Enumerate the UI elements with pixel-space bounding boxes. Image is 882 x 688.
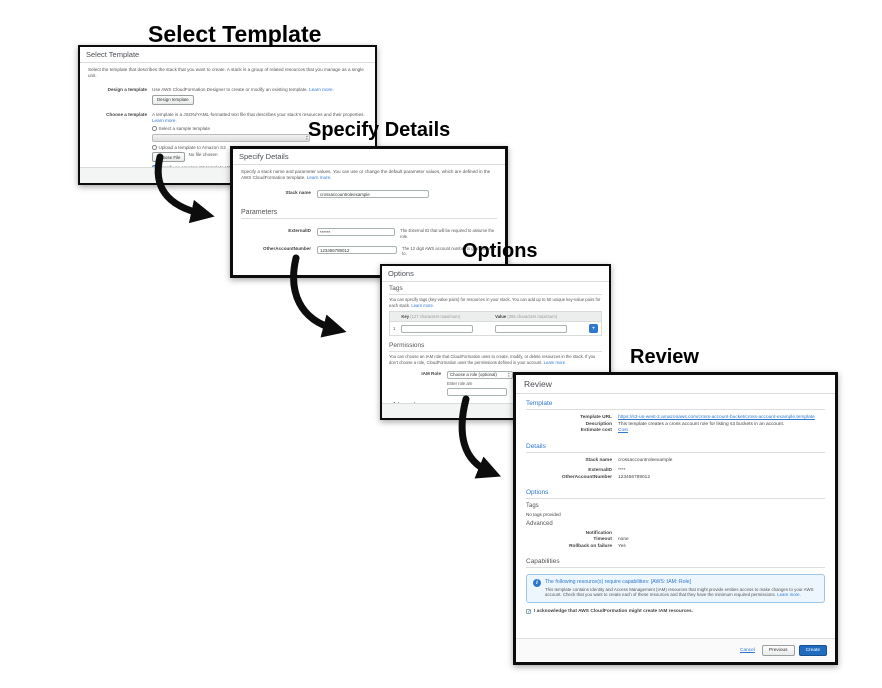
acknowledge-checkbox[interactable]: ✓ — [526, 609, 532, 616]
stack-name-label: Stack name — [585, 458, 612, 463]
estimate-cost-value[interactable]: Cost — [618, 428, 628, 433]
tag-value-input[interactable] — [495, 324, 568, 333]
externalid-help: The External ID that will be required to… — [400, 228, 495, 240]
add-tag-button[interactable]: + — [589, 324, 598, 334]
upload-template-radio-label: Upload a template to Amazon S3 — [158, 144, 226, 150]
design-template-text: Use AWS CloudFormation Designer to creat… — [152, 87, 308, 93]
other-account-help: The 12 digit AWS account number to grant… — [402, 245, 495, 257]
iam-role-select[interactable]: Choose a role (optional) ▴▾ — [447, 370, 513, 379]
timeout-value: none — [618, 537, 629, 542]
step-title-select-template: Select Template — [148, 21, 322, 47]
learn-more-link[interactable]: Learn more. — [411, 302, 434, 308]
template-url-value[interactable]: https://s3-us-west-2.amazonaws.com/cross… — [618, 415, 815, 420]
learn-more-link[interactable]: Learn more. — [777, 592, 801, 598]
review-panel: Review Template Template URL https://s3-… — [513, 372, 838, 665]
step-title-specify-details: Specify Details — [308, 119, 451, 141]
step-title-review: Review — [630, 346, 699, 368]
other-account-label: OtherAccountNumber — [561, 474, 612, 480]
options-section-heading: Options — [526, 489, 825, 499]
no-tags-text: No tags provided — [526, 511, 561, 517]
stack-name-input[interactable]: crossaccountroleexample — [317, 190, 429, 199]
choose-template-text: A template is a JSON/YAML-formatted text… — [152, 111, 365, 117]
rollback-label: Rollback on failure — [569, 543, 612, 549]
notification-label: Notification — [585, 530, 612, 536]
description-value: This template creates a cross account ro… — [618, 421, 785, 427]
previous-button[interactable]: Previous — [761, 645, 795, 656]
no-file-chosen-text: No file chosen — [188, 152, 218, 158]
role-arn-input[interactable] — [447, 387, 507, 396]
estimate-cost-label: Estimate cost — [580, 428, 612, 433]
enter-role-arn-label: Enter role arn — [447, 380, 473, 386]
externalid-label: ExternalID — [288, 228, 311, 234]
template-section-heading: Template — [526, 400, 825, 410]
design-template-button[interactable]: Design template — [152, 94, 194, 105]
select-template-intro: Select the template that describes the s… — [88, 67, 364, 79]
upload-template-radio[interactable] — [152, 145, 157, 150]
specify-details-panel: Specify Details Specify a stack name and… — [230, 146, 508, 278]
info-icon: i — [533, 578, 541, 587]
parameters-heading: Parameters — [241, 209, 497, 220]
choose-file-button[interactable]: Choose File — [152, 152, 186, 163]
tags-heading: Tags — [389, 285, 602, 295]
learn-more-link[interactable]: Learn more. — [306, 175, 332, 181]
learn-more-link[interactable]: Learn more. — [543, 360, 567, 366]
tag-row-number: 1 — [393, 326, 396, 332]
sample-template-radio[interactable] — [152, 126, 157, 131]
design-template-label: Design a template — [107, 87, 147, 93]
other-account-label: OtherAccountNumber — [263, 245, 311, 251]
panel-heading: Select Template — [80, 47, 375, 63]
step-title-options: Options — [462, 240, 538, 262]
panel-heading: Specify Details — [233, 149, 505, 165]
tags-subheading: Tags — [526, 502, 539, 509]
advanced-subheading: Advanced — [526, 520, 553, 527]
stack-name-label: Stack name — [285, 190, 311, 196]
capabilities-title: The following resource(s) require capabi… — [545, 578, 691, 585]
choose-template-label: Choose a template — [106, 111, 147, 117]
acknowledge-text: I acknowledge that AWS CloudFormation mi… — [534, 609, 693, 615]
review-footer: Cancel Previous Create — [516, 638, 835, 662]
externalid-value: **** — [618, 468, 626, 473]
tags-text: You can specify tags (key-value pairs) f… — [389, 297, 601, 308]
capabilities-heading: Capabilities — [526, 558, 825, 568]
sample-template-radio-label: Select a sample template — [158, 125, 211, 131]
value-column-header: Value (255 characters maximum) — [492, 311, 586, 323]
stack-name-value: crossaccountroleexample — [618, 458, 673, 463]
capabilities-text: This template contains Identity and Acce… — [545, 586, 814, 598]
other-account-value: 123456789012 — [618, 474, 651, 480]
tag-key-input[interactable] — [401, 324, 474, 333]
externalid-input[interactable]: ****** — [317, 228, 396, 237]
permissions-text: You can choose an IAM role that CloudFor… — [389, 354, 596, 366]
select-stepper-icon: ▴▾ — [306, 134, 308, 141]
panel-heading: Review — [516, 375, 835, 394]
specify-details-intro: Specify a stack name and parameter value… — [241, 169, 491, 181]
iam-role-label: IAM Role — [421, 370, 441, 376]
select-stepper-icon: ▴▾ — [508, 371, 510, 378]
other-account-input[interactable]: 123456789012 — [317, 245, 398, 254]
learn-more-link[interactable]: Learn more. — [152, 117, 177, 123]
cancel-button[interactable]: Cancel — [739, 648, 755, 653]
tags-table: Key (127 characters maximum) Value (255 … — [389, 311, 602, 337]
key-column-header: Key (127 characters maximum) — [398, 311, 493, 323]
timeout-label: Timeout — [593, 537, 612, 542]
permissions-heading: Permissions — [389, 342, 602, 353]
learn-more-link[interactable]: Learn more. — [309, 87, 334, 93]
externalid-label: ExternalID — [588, 468, 612, 473]
capabilities-infobox: i The following resource(s) require capa… — [526, 573, 825, 604]
description-label: Description — [585, 421, 612, 427]
rollback-value: Yes — [618, 543, 626, 549]
details-section-heading: Details — [526, 443, 825, 453]
template-url-label: Template URL — [580, 415, 612, 420]
tag-row: 1 + — [390, 322, 602, 336]
panel-heading: Options — [382, 266, 609, 282]
create-button[interactable]: Create — [798, 645, 827, 656]
sample-template-select[interactable]: ▴▾ — [152, 133, 310, 142]
